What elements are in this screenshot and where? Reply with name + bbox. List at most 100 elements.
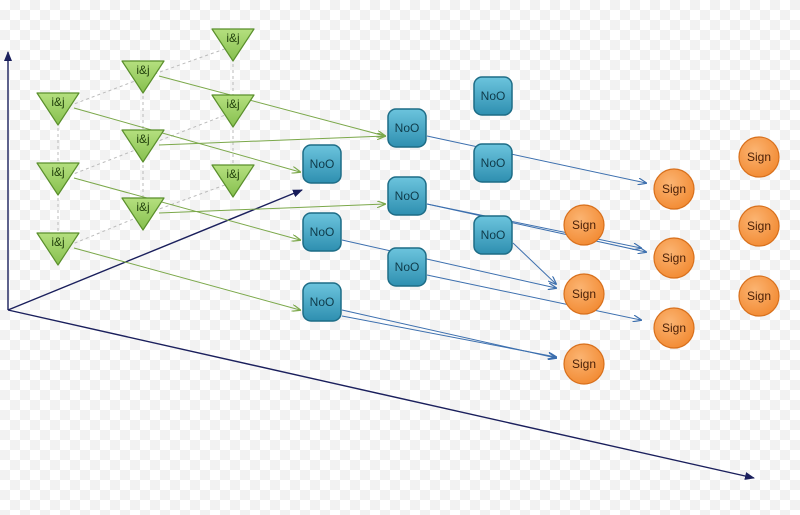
ij-node: i&j <box>121 60 165 94</box>
connections <box>73 75 646 358</box>
ij-node: i&j <box>211 28 255 62</box>
node-label: Sign <box>747 150 771 164</box>
ij-node: i&j <box>121 197 165 231</box>
circle-shape <box>653 168 695 210</box>
node-label: Sign <box>572 287 596 301</box>
node-label: i&j <box>136 132 149 146</box>
node-label: Sign <box>572 218 596 232</box>
rounded-square-shape <box>302 282 342 322</box>
node-label: NoO <box>310 225 335 239</box>
node-label: i&j <box>226 31 239 45</box>
connection-arrow <box>158 204 385 214</box>
node-label: Sign <box>747 219 771 233</box>
node-label: Sign <box>662 251 686 265</box>
rounded-square-shape <box>387 247 427 287</box>
rounded-square-shape <box>387 108 427 148</box>
circle-shape <box>653 307 695 349</box>
rounded-square-shape <box>387 176 427 216</box>
node-label: i&j <box>136 200 149 214</box>
connection-arrow <box>73 247 300 310</box>
grid-line <box>142 111 234 148</box>
node-label: NoO <box>481 89 506 103</box>
node-label: NoO <box>481 156 506 170</box>
node-label: NoO <box>395 121 420 135</box>
node-label: i&j <box>51 95 64 109</box>
rounded-square-shape <box>302 212 342 252</box>
noo-node: NoO <box>302 144 342 184</box>
noo-node: NoO <box>387 176 427 216</box>
node-label: NoO <box>481 228 506 242</box>
rounded-square-shape <box>473 76 513 116</box>
circle-shape <box>738 205 780 247</box>
ij-node: i&j <box>36 162 80 196</box>
connection-arrow <box>341 315 556 357</box>
node-label: Sign <box>747 289 771 303</box>
circle-shape <box>653 237 695 279</box>
triangle-shape <box>121 129 165 163</box>
triangle-shape <box>36 162 80 196</box>
ij-node: i&j <box>121 129 165 163</box>
ij-node: i&j <box>211 164 255 198</box>
sign-node: Sign <box>653 307 695 349</box>
rounded-square-shape <box>302 144 342 184</box>
axes <box>3 51 755 480</box>
sign-node: Sign <box>563 343 605 385</box>
connection-arrow <box>73 107 300 172</box>
triangle-shape <box>36 232 80 266</box>
connection-arrow <box>426 203 641 248</box>
circle-shape <box>563 343 605 385</box>
connection-arrow <box>73 177 300 240</box>
node-label: i&j <box>226 167 239 181</box>
connection-arrow <box>158 75 385 136</box>
sign-node: Sign <box>653 237 695 279</box>
connection-arrow <box>512 242 556 284</box>
triangle-shape <box>121 60 165 94</box>
circle-shape <box>563 273 605 315</box>
axis-horizontal <box>7 309 755 480</box>
triangle-shape <box>121 197 165 231</box>
rounded-square-shape <box>473 215 513 255</box>
node-label: NoO <box>310 157 335 171</box>
node-label: i&j <box>51 165 64 179</box>
node-label: Sign <box>662 182 686 196</box>
sign-node: Sign <box>563 273 605 315</box>
connection-arrow <box>158 136 385 146</box>
connection-arrow <box>426 274 641 320</box>
triangle-shape <box>211 94 255 128</box>
node-label: NoO <box>310 295 335 309</box>
connection-arrow <box>341 239 556 288</box>
circle-shape <box>738 136 780 178</box>
sign-node: Sign <box>653 168 695 210</box>
node-label: i&j <box>226 97 239 111</box>
triangle-shape <box>36 92 80 126</box>
ij-node: i&j <box>211 94 255 128</box>
node-label: i&j <box>51 235 64 249</box>
noo-node: NoO <box>387 108 427 148</box>
ij-node: i&j <box>36 92 80 126</box>
noo-node: NoO <box>473 143 513 183</box>
grid-line <box>142 181 234 216</box>
noo-node: NoO <box>473 76 513 116</box>
sign-node: Sign <box>738 136 780 178</box>
nodes: i&ji&ji&ji&ji&ji&ji&ji&ji&jNoONoONoONoON… <box>36 28 780 385</box>
sign-node: Sign <box>563 204 605 246</box>
noo-node: NoO <box>387 247 427 287</box>
ij-node: i&j <box>36 232 80 266</box>
axis-depth <box>7 189 303 311</box>
grid-line <box>142 45 234 79</box>
noo-node: NoO <box>302 282 342 322</box>
circle-shape <box>738 275 780 317</box>
node-label: NoO <box>395 189 420 203</box>
rounded-square-shape <box>473 143 513 183</box>
connection-arrow <box>426 135 646 183</box>
triangle-shape <box>211 28 255 62</box>
noo-node: NoO <box>473 215 513 255</box>
sign-node: Sign <box>738 275 780 317</box>
triangle-shape <box>211 164 255 198</box>
circle-shape <box>563 204 605 246</box>
node-label: Sign <box>572 357 596 371</box>
node-label: Sign <box>662 321 686 335</box>
node-label: i&j <box>136 63 149 77</box>
node-label: NoO <box>395 260 420 274</box>
